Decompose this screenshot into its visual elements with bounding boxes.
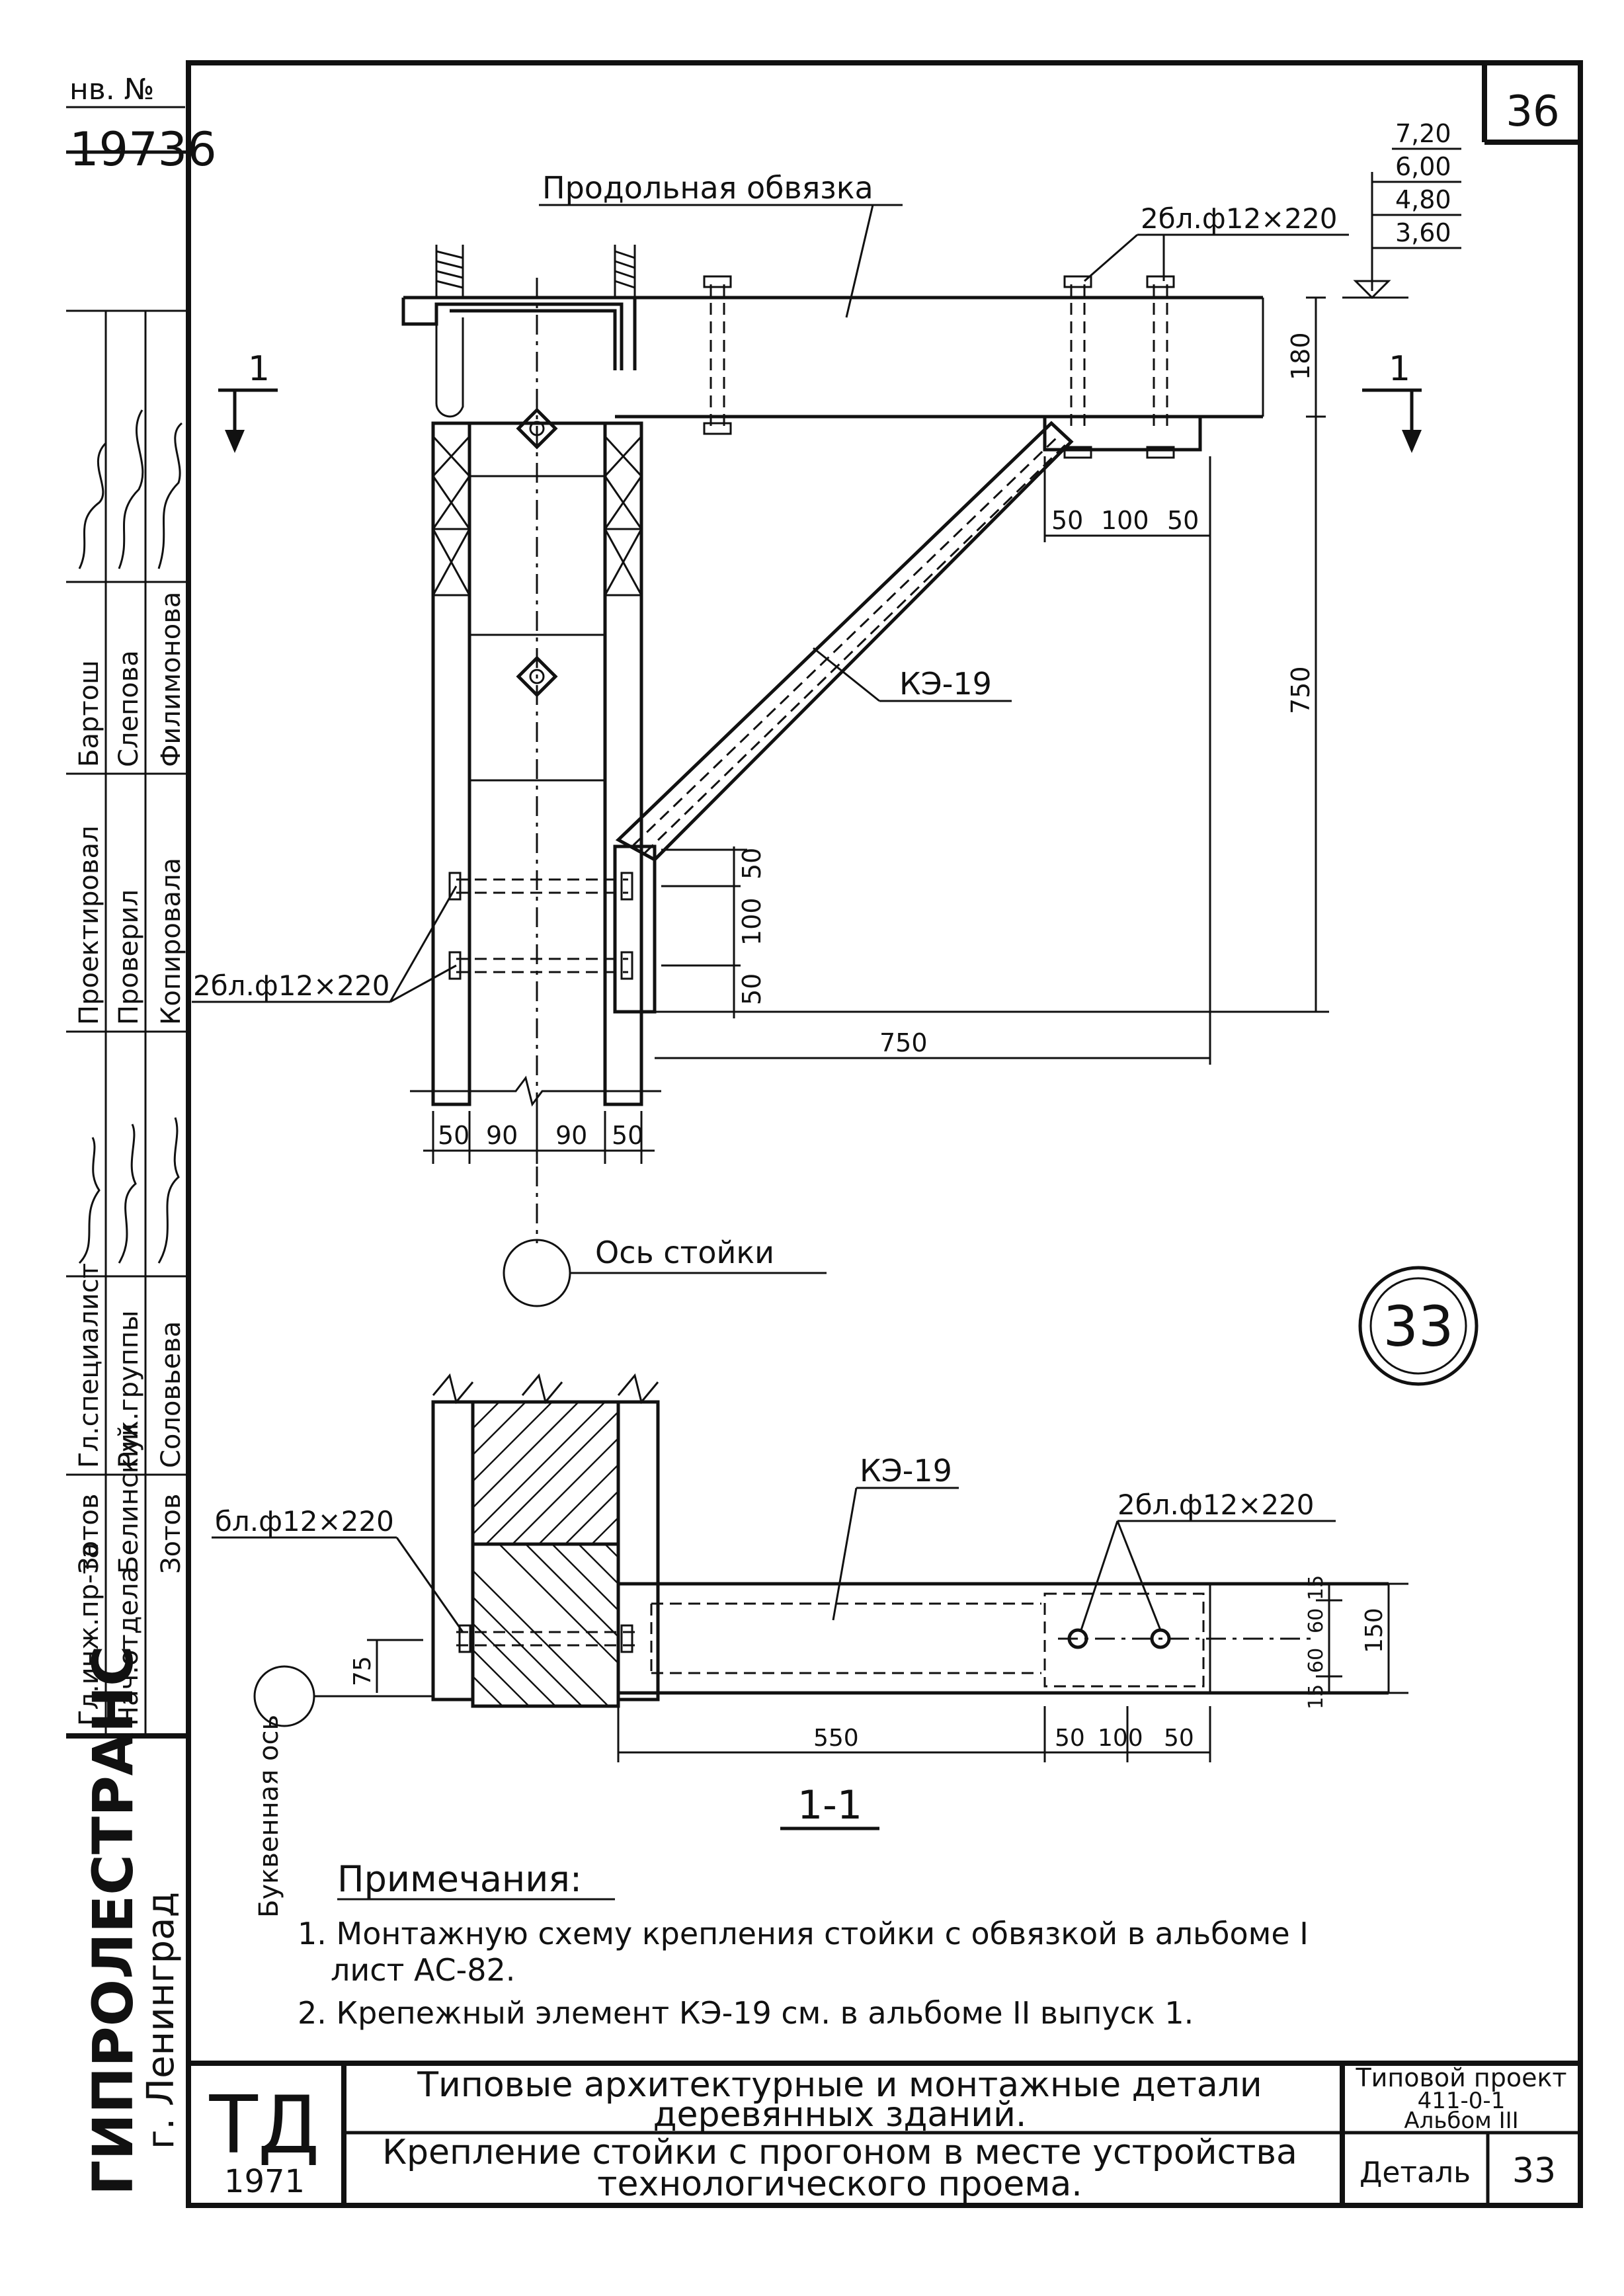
dim-50-b: 50: [1167, 506, 1199, 535]
dim-b90-a: 90: [486, 1121, 518, 1150]
inventory-number: 19736: [69, 122, 217, 177]
name-filimonova: Филимонова: [156, 592, 186, 767]
role-designed: Проектировал: [74, 825, 104, 1025]
note-1-cont: лист АС-82.: [331, 1952, 515, 1988]
dim-b90-b: 90: [555, 1121, 587, 1150]
title-logo: ТД: [208, 2080, 319, 2172]
project-code: 411-0-1: [1418, 2088, 1506, 2114]
section-dimensions: [367, 1582, 1408, 1762]
role-chief-engineer: Гл.инж.пр-та: [74, 1543, 104, 1726]
dim-v100: 100: [737, 897, 766, 946]
sdim-75: 75: [349, 1656, 376, 1686]
name-zotov-1: Зотов: [74, 1494, 104, 1574]
brace-label-section: КЭ-19: [860, 1453, 952, 1489]
dim-180: 180: [1286, 332, 1315, 380]
notes-heading: Примечания:: [337, 1858, 582, 1900]
detail-label: Деталь: [1360, 2156, 1471, 2190]
dim-50-a: 50: [1051, 506, 1083, 535]
main-dimensions: [423, 296, 1329, 1164]
detail-circle-number: 33: [1383, 1294, 1454, 1359]
name-bartosh: Бартош: [74, 660, 104, 767]
section-title: 1-1: [797, 1782, 862, 1828]
sdim-150: 150: [1361, 1608, 1388, 1653]
side-stamp: [66, 150, 188, 1739]
dim-750-vertical: 750: [1286, 666, 1315, 714]
elevation-2: 6,00: [1395, 152, 1451, 181]
name-zotov-2: Зотов: [156, 1494, 186, 1574]
dim-750-horizontal: 750: [879, 1028, 928, 1057]
main-view: [192, 204, 1422, 1307]
role-group-head: Рук.группы: [114, 1310, 144, 1468]
title-line2b: технологического проема.: [597, 2164, 1082, 2204]
detail-circle: [1358, 1266, 1479, 1386]
sdim-60-b: 60: [1305, 1648, 1328, 1673]
title-line1b: деревянных зданий.: [653, 2095, 1027, 2135]
bolt-left-label-section: бл.ф12×220: [215, 1505, 394, 1538]
sdim-60-a: 60: [1305, 1608, 1328, 1633]
name-belinsky: Белинский: [114, 1423, 144, 1574]
inventory-label: нв. №: [69, 73, 154, 106]
dim-v50-a: 50: [737, 848, 766, 880]
name-solovieva: Соловьева: [156, 1321, 186, 1468]
album-label: Альбом III: [1404, 2108, 1518, 2134]
dim-b50-b: 50: [612, 1121, 643, 1150]
role-dept-head: Нач.отдела: [114, 1567, 144, 1726]
name-slepova: Слепова: [114, 650, 144, 767]
note-1: 1. Монтажную схему крепления стойки с об…: [298, 1916, 1309, 1951]
organization-city: г. Ленинград: [140, 1892, 183, 2149]
section-mark-left: 1: [248, 349, 270, 389]
dim-b50-a: 50: [438, 1121, 469, 1150]
role-copied: Копировала: [156, 858, 186, 1025]
dim-v50-b: 50: [737, 973, 766, 1005]
detail-number: 33: [1512, 2151, 1556, 2191]
bolts-right-label-section: 2бл.ф12×220: [1117, 1489, 1315, 1521]
sdim-50-b: 50: [1164, 1725, 1194, 1752]
title-line1a: Типовые архитектурные и монтажные детали: [417, 2065, 1262, 2105]
sdim-50-a: 50: [1055, 1725, 1085, 1752]
project-label: Типовой проект: [1355, 2063, 1566, 2092]
axis-label-main: Ось стойки: [595, 1235, 774, 1270]
title-line2a: Крепление стойки с прогоном в месте устр…: [382, 2133, 1297, 2172]
bolts-left-label: 2бл.ф12×220: [193, 969, 390, 1002]
brace-label-main: КЭ-19: [899, 666, 992, 702]
longitudinal-label: Продольная обвязка: [542, 170, 873, 206]
role-checked: Проверил: [114, 889, 144, 1025]
note-2: 2. Крепежный элемент КЭ-19 см. в альбоме…: [298, 1995, 1194, 2031]
section-view: [212, 1373, 1389, 1830]
section-mark-right: 1: [1389, 349, 1410, 389]
sheet-frame: [186, 60, 1583, 2208]
sdim-550: 550: [813, 1725, 859, 1752]
sheet-number: 36: [1506, 87, 1559, 136]
dim-100-a: 100: [1101, 506, 1149, 535]
sdim-100: 100: [1098, 1725, 1143, 1752]
sdim-15-a: 15: [1305, 1575, 1328, 1600]
signatures: [78, 409, 183, 1264]
title-year: 1971: [224, 2163, 305, 2200]
role-chief-specialist: Гл.специалист: [74, 1263, 104, 1468]
elevation-4: 3,60: [1395, 218, 1451, 247]
elevation-marks: [1342, 147, 1461, 300]
axis-label-section: Буквенная ось: [254, 1715, 284, 1918]
bolts-top-label: 2бл.ф12×220: [1141, 202, 1338, 235]
elevation-3: 4,80: [1395, 185, 1451, 214]
organization-name: ГИПРОЛЕСТРАНС: [81, 1645, 145, 2195]
title-block: [188, 2061, 1580, 2205]
sdim-15-b: 15: [1305, 1684, 1328, 1709]
elevation-1: 7,20: [1395, 119, 1451, 148]
